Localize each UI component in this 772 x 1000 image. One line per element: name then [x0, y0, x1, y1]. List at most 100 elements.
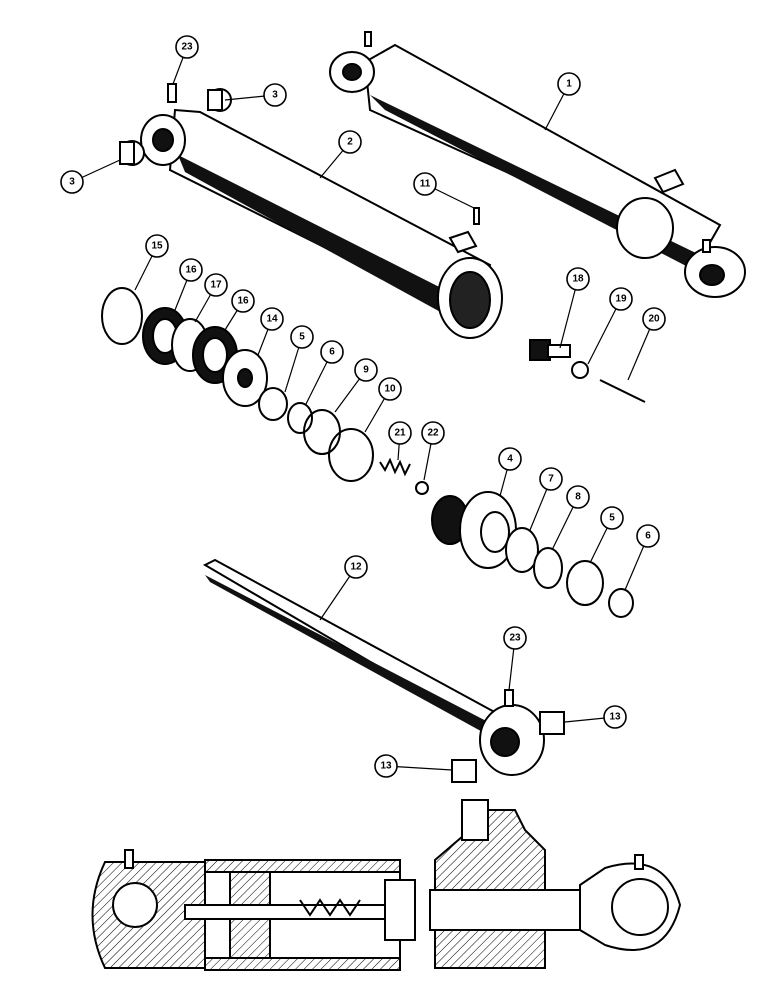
callout-circle [175, 35, 199, 59]
callout-number: 15 [151, 241, 163, 252]
callout-circle [378, 377, 402, 401]
callout-6: 6 [624, 524, 660, 591]
ball-22 [415, 481, 429, 495]
cylinder-barrel-2 [140, 83, 503, 339]
bushing-3-left [119, 140, 145, 166]
bushing-13-right [539, 711, 565, 735]
callout-circle [354, 358, 378, 382]
callout-circle [421, 421, 445, 445]
callout-circle [609, 287, 633, 311]
callout-5: 5 [284, 325, 314, 393]
callout-3: 3 [224, 83, 287, 107]
callout-number: 17 [210, 280, 222, 291]
callout-number: 18 [572, 274, 584, 285]
callout-circle [179, 258, 203, 282]
callout-number: 11 [420, 179, 431, 190]
callout-number: 5 [609, 513, 615, 524]
gland-4 [431, 491, 517, 569]
callout-13: 13 [374, 754, 453, 778]
callout-circle [413, 172, 437, 196]
callout-circle [320, 340, 344, 364]
callout-circle [204, 273, 228, 297]
piston-seal-stack [101, 287, 268, 407]
callout-9: 9 [334, 358, 378, 413]
callout-number: 19 [615, 294, 627, 305]
callout-23: 23 [172, 35, 199, 85]
cylinder-assembly-1 [329, 31, 746, 298]
callout-circle [566, 485, 590, 509]
callout-6: 6 [305, 340, 344, 405]
callout-circle [338, 130, 362, 154]
callout-8: 8 [551, 485, 590, 551]
callout-number: 6 [329, 347, 335, 358]
gland-rings-left [258, 387, 374, 482]
callout-number: 3 [272, 90, 278, 101]
callout-17: 17 [194, 273, 228, 323]
callout-circle [566, 267, 590, 291]
callout-circle [388, 421, 412, 445]
callout-circle [498, 447, 522, 471]
callout-circle [539, 467, 563, 491]
callout-circle [503, 626, 527, 650]
callout-circle [344, 555, 368, 579]
leader-line [559, 278, 579, 349]
callout-1: 1 [544, 72, 581, 131]
callout-number: 16 [185, 265, 197, 276]
callout-number: 13 [609, 712, 621, 723]
callout-number: 20 [648, 314, 660, 325]
callout-number: 12 [350, 562, 362, 573]
callout-number: 14 [266, 314, 278, 325]
bolt-washer-pin [529, 339, 646, 403]
callout-circle [603, 705, 627, 729]
callout-number: 3 [69, 177, 75, 188]
callout-2: 2 [319, 130, 362, 179]
callout-12: 12 [319, 555, 368, 621]
callout-circle [231, 289, 255, 313]
callout-number: 2 [347, 137, 353, 148]
callout-number: 10 [384, 384, 396, 395]
callout-circle [600, 506, 624, 530]
callout-circle [290, 325, 314, 349]
callout-circle [636, 524, 660, 548]
callout-16: 16 [224, 289, 255, 331]
callout-circle [60, 170, 84, 194]
callout-15: 15 [134, 234, 169, 291]
callout-number: 21 [394, 428, 406, 439]
callout-number: 23 [181, 42, 193, 53]
callout-20: 20 [627, 307, 666, 381]
piston-rod-12 [202, 558, 545, 776]
callout-number: 5 [299, 332, 305, 343]
leader-line [587, 298, 622, 365]
bushing-13-left [451, 759, 477, 783]
callout-10: 10 [364, 377, 402, 433]
callout-number: 16 [237, 296, 249, 307]
callout-circle [557, 72, 581, 96]
callout-number: 23 [509, 633, 521, 644]
spring-21 [379, 457, 411, 477]
gland-rings-right [505, 527, 634, 618]
callout-number: 13 [380, 761, 392, 772]
callout-number: 1 [566, 79, 572, 90]
callout-18: 18 [559, 267, 590, 349]
callout-number: 22 [427, 428, 439, 439]
callout-21: 21 [388, 421, 412, 461]
callout-circle [145, 234, 169, 258]
bushing-3-right [207, 88, 232, 112]
callout-number: 4 [507, 454, 513, 465]
callout-circle [260, 307, 284, 331]
callout-23: 23 [503, 626, 527, 691]
callout-22: 22 [421, 421, 445, 481]
callout-7: 7 [529, 467, 563, 531]
callout-number: 9 [363, 365, 369, 376]
callout-circle [263, 83, 287, 107]
cylinder-section-view [91, 799, 682, 971]
callout-16: 16 [174, 258, 203, 311]
callout-number: 6 [645, 531, 651, 542]
callout-number: 8 [575, 492, 581, 503]
callout-11: 11 [413, 172, 475, 209]
callout-13: 13 [564, 705, 627, 729]
callout-5: 5 [589, 506, 624, 564]
set-screw-11 [473, 207, 480, 225]
